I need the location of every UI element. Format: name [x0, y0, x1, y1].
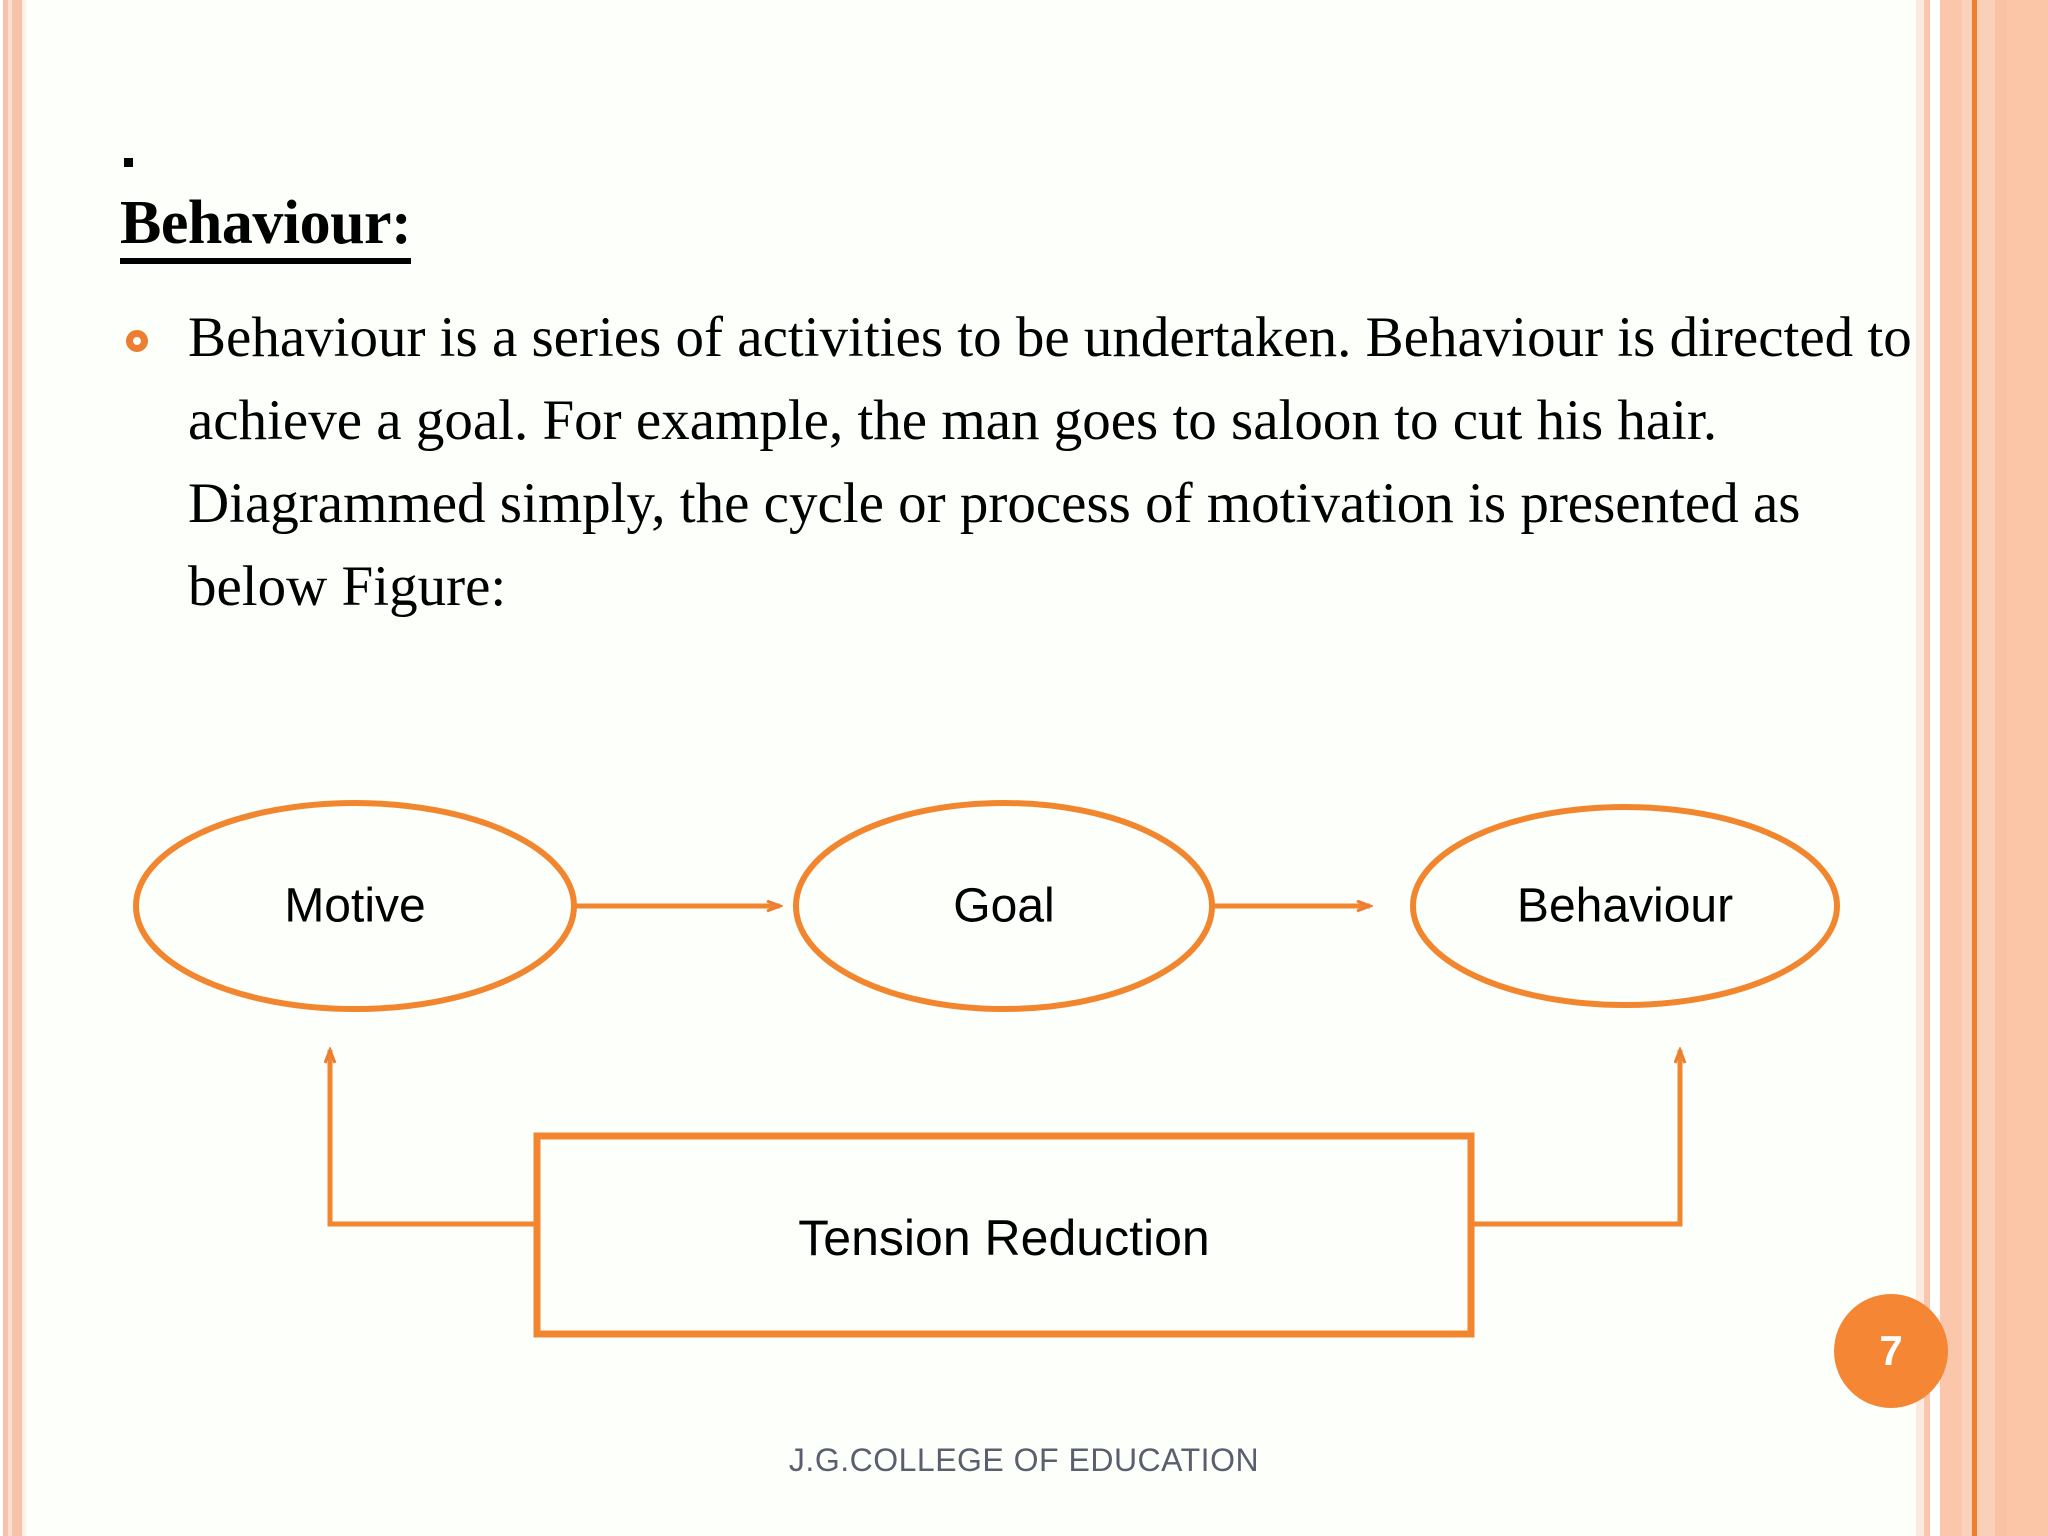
decorative-stripe-0: [0, 0, 3, 1536]
decorative-stripe-7: [1995, 0, 2007, 1536]
decorative-stripe-1: [1924, 0, 1930, 1536]
bullet-paragraph: Behaviour is a series of activities to b…: [122, 296, 1932, 628]
decorative-stripe-3: [12, 0, 22, 1536]
decorative-stripe-1: [3, 0, 8, 1536]
decorative-stripe-0: [1916, 0, 1924, 1536]
page-title: Behaviour:: [120, 192, 412, 264]
page-number-badge: 7: [1834, 1294, 1948, 1408]
decorative-stripe-8: [2007, 0, 2048, 1536]
edge-tension-to-motive: [330, 1050, 537, 1227]
node-label-behaviour: Behaviour: [1516, 879, 1734, 933]
lead-dot: [124, 158, 133, 167]
node-label-motive: Motive: [284, 879, 426, 933]
footer-text: J.G.COLLEGE OF EDUCATION: [788, 1442, 1260, 1478]
node-label-tension-reduction: Tension Reduction: [798, 1210, 1210, 1266]
decorative-stripe-2: [1930, 0, 1940, 1536]
edge-tension-to-behaviour: [1471, 1050, 1680, 1227]
decorative-stripe-5: [1972, 0, 1977, 1536]
decorative-stripe-6: [1977, 0, 1995, 1536]
bullet-text: Behaviour is a series of activities to b…: [188, 306, 1912, 618]
decorative-stripe-4: [1962, 0, 1972, 1536]
decorative-stripe-3: [1940, 0, 1962, 1536]
left-edge-stripes: [0, 0, 26, 1536]
decorative-stripe-4: [22, 0, 26, 1536]
node-label-goal: Goal: [953, 879, 1055, 933]
decorative-stripe-2: [8, 0, 12, 1536]
right-edge-stripes: [1916, 0, 2048, 1536]
hollow-circle-bullet-icon: [126, 330, 148, 352]
